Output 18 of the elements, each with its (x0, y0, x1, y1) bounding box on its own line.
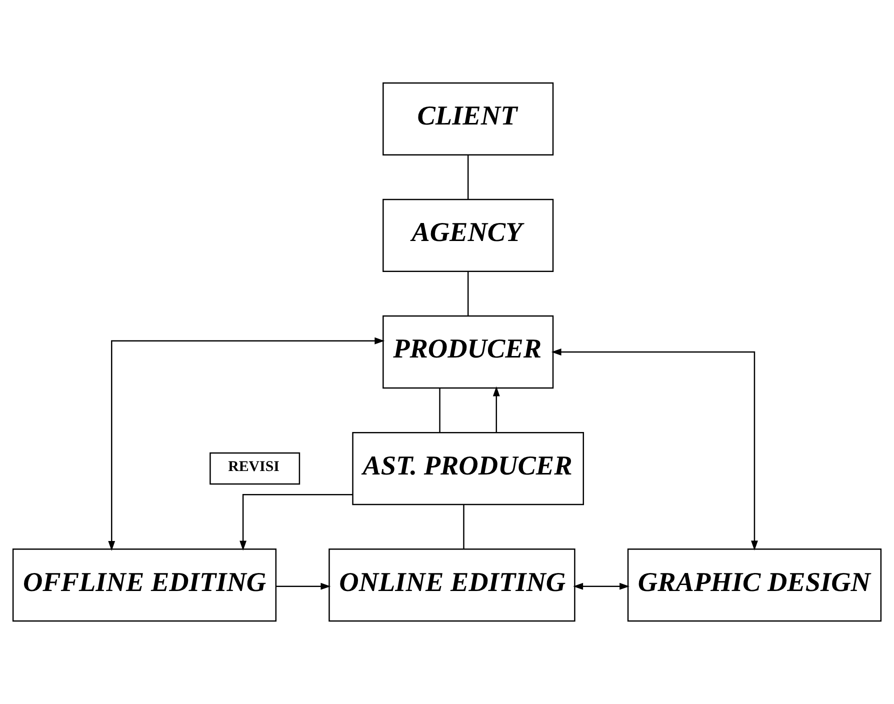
arrow (276, 582, 331, 590)
node-box: ONLINE EDITING (328, 548, 576, 622)
connector (463, 504, 464, 549)
arrow (492, 386, 500, 432)
arrow (573, 582, 630, 590)
node-box: AST. PRODUCER (352, 432, 584, 506)
node-box: PRODUCER (382, 315, 554, 389)
arrow (240, 494, 353, 551)
connector (467, 155, 469, 200)
node-box: REVISI (210, 452, 300, 485)
node-box: GRAPHIC DESIGN (627, 548, 882, 622)
node-box: CLIENT (382, 82, 554, 156)
arrow (551, 348, 758, 551)
connector (467, 272, 469, 316)
arrow (108, 337, 385, 551)
node-box: OFFLINE EDITING (12, 548, 277, 622)
connector (439, 388, 440, 432)
node-box: AGENCY (382, 198, 554, 272)
